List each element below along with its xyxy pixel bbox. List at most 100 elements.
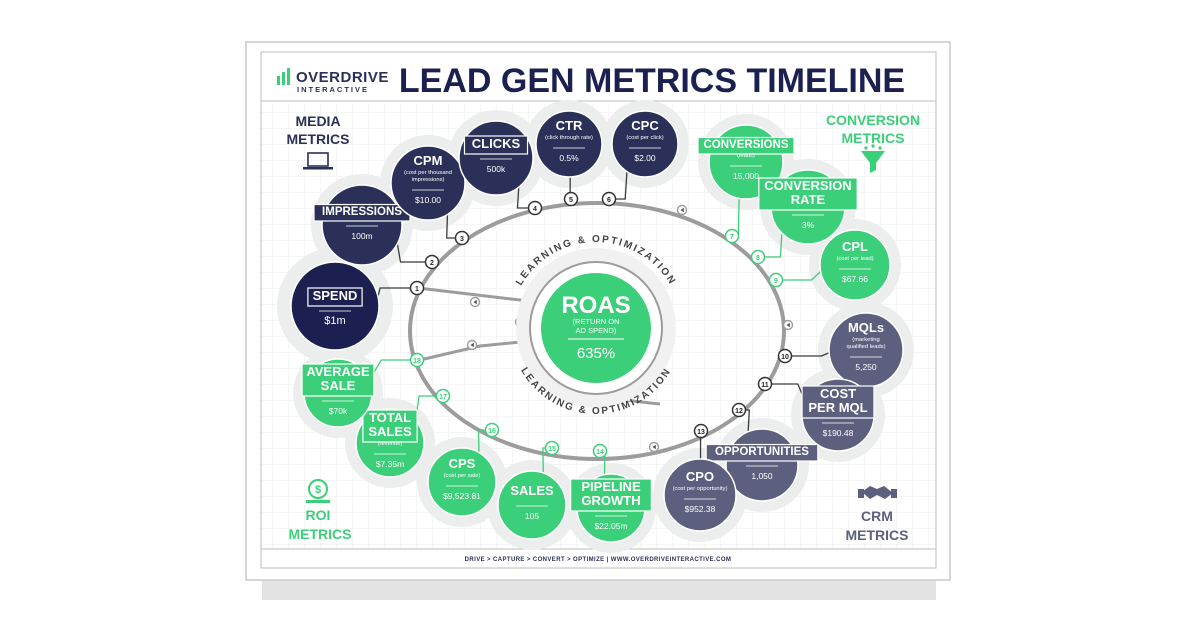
metric-value: 1,050 [751, 471, 773, 481]
track-arrow-icon [650, 443, 659, 452]
metric-circle [726, 429, 798, 501]
metric-value: $22.05m [594, 521, 627, 531]
step-badge-4: 4 [529, 202, 542, 215]
metric-subtitle: (leads) [737, 153, 755, 159]
metric-node-cpl: CPL(cost per lead)$67.66 [820, 230, 890, 300]
track-arrow-icon [784, 321, 793, 330]
step-badge-3: 3 [456, 232, 469, 245]
metric-title: PER MQL [808, 400, 867, 415]
logo-subname: INTERACTIVE [297, 85, 369, 94]
metric-title: CPM [414, 153, 443, 168]
roas-subtitle-line1: (RETURN ON [572, 317, 619, 326]
metric-subtitle: (cost per lead) [836, 256, 873, 262]
step-badge-number: 9 [774, 278, 778, 285]
step-badge-number: 12 [735, 408, 743, 415]
metric-value: $67.66 [842, 274, 868, 284]
metric-value: 105 [525, 511, 539, 521]
metric-subtitle: impressions) [412, 177, 445, 183]
step-badge-18: 18 [411, 354, 424, 367]
roas-title: ROAS [561, 292, 630, 319]
metric-title: SALES [368, 424, 412, 439]
crm-label-line2: METRICS [846, 527, 909, 543]
step-badge-16: 16 [486, 424, 499, 437]
roas-value: 635% [577, 345, 615, 362]
track-arrow-icon [678, 206, 687, 215]
metric-node-clicks: CLICKS 500k [459, 121, 533, 195]
step-badge-number: 17 [439, 394, 447, 401]
metric-title: CONVERSION [764, 178, 851, 193]
step-badge-8: 8 [752, 251, 765, 264]
step-badge-11: 11 [759, 378, 772, 391]
metric-subtitle: (revenue) [378, 441, 403, 447]
step-badge-number: 18 [413, 358, 421, 365]
metric-subtitle: (click through rate) [545, 135, 593, 141]
metric-value: $10.00 [415, 195, 441, 205]
step-badge-number: 8 [756, 255, 760, 262]
step-badge-number: 5 [569, 197, 573, 204]
metric-circle [459, 121, 533, 195]
media-label-line2: METRICS [287, 131, 350, 147]
metric-title: CPC [631, 118, 659, 133]
svg-text:$: $ [315, 484, 321, 496]
step-badge-number: 10 [781, 354, 789, 361]
step-badge-number: 13 [697, 429, 705, 436]
media-label-line1: MEDIA [295, 113, 340, 129]
metric-node-ctr: CTR(click through rate)0.5% [536, 111, 602, 177]
metric-node-spend: SPEND $1m [291, 262, 379, 350]
step-badge-number: 15 [548, 446, 556, 453]
step-badge-1: 1 [411, 282, 424, 295]
page-title: LEAD GEN METRICS TIMELINE [399, 62, 905, 100]
roas-center: ROAS (RETURN ON AD SPEND) 635% LEARNING … [510, 234, 682, 417]
footer-text: DRIVE > CAPTURE > CONVERT > OPTIMIZE | W… [465, 557, 732, 563]
metric-title: SALES [510, 483, 554, 498]
step-badge-number: 2 [430, 260, 434, 267]
step-badge-12: 12 [733, 404, 746, 417]
metric-title: RATE [791, 192, 826, 207]
metric-subtitle: qualified leads) [847, 344, 886, 350]
track-arrow-icon [468, 341, 477, 350]
metric-title: CONVERSIONS [704, 139, 789, 151]
step-badge-9: 9 [770, 274, 783, 287]
metric-title: SALE [321, 378, 356, 393]
metric-value: 3% [802, 220, 815, 230]
step-badge-number: 7 [730, 234, 734, 241]
metric-title: TOTAL [369, 410, 411, 425]
step-badge-5: 5 [565, 193, 578, 206]
metric-value: 5,250 [855, 362, 877, 372]
step-badge-6: 6 [603, 193, 616, 206]
metric-title: CTR [556, 118, 583, 133]
step-badge-number: 16 [488, 428, 496, 435]
metric-title: CPS [449, 456, 476, 471]
metric-value: 100m [351, 231, 372, 241]
metric-circle [322, 185, 402, 265]
metric-title: IMPRESSIONS [322, 206, 402, 218]
conversion-label-line2: METRICS [842, 130, 905, 146]
metric-value: $7.35m [376, 459, 404, 469]
track-arrow-icon [471, 298, 480, 307]
metric-value: $1m [324, 315, 345, 327]
metric-node-cpo: CPO(cost per opportunity)$952.38 [664, 459, 736, 531]
metric-node-cps: CPS(cost per sale)$9,523.81 [428, 448, 496, 516]
metric-title: CPO [686, 469, 714, 484]
metric-title: CLICKS [472, 136, 521, 151]
step-badge-7: 7 [726, 230, 739, 243]
metric-subtitle: (cost per sale) [444, 473, 481, 479]
step-badge-number: 1 [415, 286, 419, 293]
step-badge-number: 3 [460, 236, 464, 243]
metric-subtitle: (cost per thousand [404, 170, 452, 176]
roas-subtitle-line2: AD SPEND) [576, 326, 617, 335]
metric-title: SPEND [313, 288, 358, 303]
step-badge-13: 13 [695, 425, 708, 438]
metric-subtitle: (cost per click) [626, 135, 663, 141]
metric-title: AVERAGE [306, 364, 370, 379]
metric-value: 500k [487, 164, 506, 174]
metric-title: MQLs [848, 320, 884, 335]
metric-subtitle: (cost per opportunity) [673, 486, 728, 492]
conversion-label-line1: CONVERSION [826, 112, 920, 128]
